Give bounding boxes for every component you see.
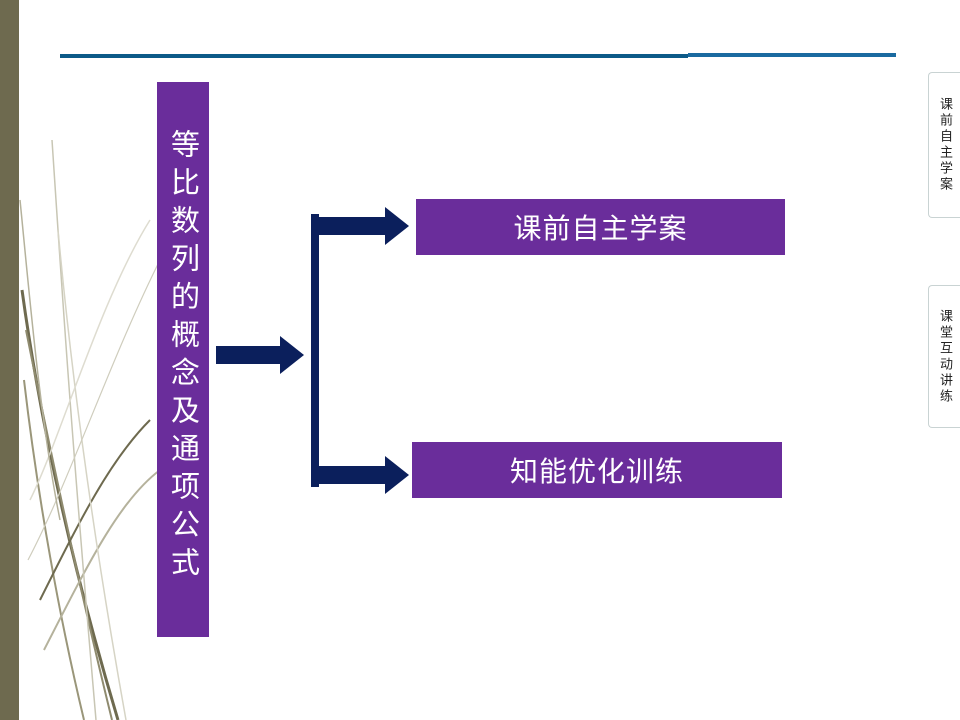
main-arrow — [216, 336, 304, 374]
branch-bracket — [311, 214, 319, 487]
side-tab-preclass-label: 课前自主学案 — [937, 97, 952, 193]
section-label-practice: 知能优化训练 — [509, 455, 684, 488]
side-tab-preclass[interactable]: 课前自主学案 — [928, 72, 960, 218]
branch-arrow-top — [319, 207, 409, 245]
side-tab-classroom-label: 课堂互动讲练 — [937, 308, 952, 405]
topic-title-box: 等比数列的概念及通项公式 — [157, 82, 209, 637]
header-rule — [60, 54, 688, 58]
section-box-practice[interactable]: 知能优化训练 — [412, 442, 782, 498]
section-box-preclass[interactable]: 课前自主学案 — [416, 199, 785, 255]
header-rule-accent — [688, 53, 896, 57]
branch-arrow-bottom — [319, 456, 409, 494]
left-decorative-band — [0, 0, 19, 720]
section-label-preclass: 课前自主学案 — [513, 212, 688, 245]
topic-title: 等比数列的概念及通项公式 — [166, 129, 201, 585]
side-tab-classroom[interactable]: 课堂互动讲练 — [928, 285, 960, 428]
